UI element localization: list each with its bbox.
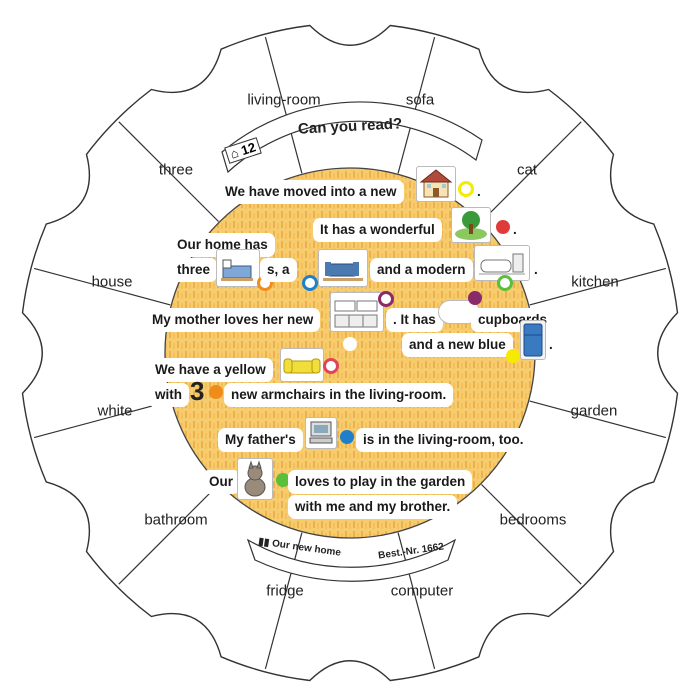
- header-band: [221, 101, 483, 174]
- answer-word-cat[interactable]: cat: [516, 161, 538, 179]
- kitchen-icon: [330, 292, 384, 332]
- blue-ring-marker[interactable]: [302, 275, 318, 291]
- yellow-dot-marker[interactable]: [506, 349, 520, 363]
- red-ring-marker[interactable]: [323, 358, 339, 374]
- fridge-icon: [520, 320, 546, 360]
- sentence-4-start: My mother loves her new: [145, 308, 321, 332]
- white-dot-marker[interactable]: [343, 337, 357, 351]
- green-dot-marker[interactable]: [276, 473, 290, 487]
- answer-word-three[interactable]: three: [158, 161, 194, 179]
- sentence-5-start: We have a yellow: [148, 358, 273, 382]
- red-dot-marker[interactable]: [496, 220, 510, 234]
- sentence-7-end: with me and my brother.: [288, 495, 458, 519]
- bedroom-icon: [216, 249, 260, 287]
- yellow-ring-marker[interactable]: [458, 181, 474, 197]
- sector-divider: [529, 267, 667, 306]
- sector-divider: [264, 36, 303, 174]
- sector-divider: [397, 36, 436, 174]
- sentence-2-text: It has a wonderful: [313, 218, 442, 242]
- answer-word-garden[interactable]: garden: [570, 402, 618, 420]
- answer-word-sofa[interactable]: sofa: [405, 91, 435, 109]
- blue-dot-marker[interactable]: [340, 430, 354, 444]
- answer-word-bedrooms[interactable]: bedrooms: [499, 511, 567, 529]
- sentence-3-end: and a modern: [370, 258, 473, 282]
- computer-icon: [305, 417, 337, 449]
- sentence-7-middle: loves to play in the garden: [288, 470, 473, 494]
- sector-divider: [397, 532, 436, 670]
- sentence-3-dot: .: [531, 258, 541, 282]
- sentence-1-text: We have moved into a new: [218, 180, 404, 204]
- sector-divider: [481, 484, 582, 585]
- sentence-3-middle: s, a: [260, 258, 297, 282]
- answer-word-bathroom[interactable]: bathroom: [144, 511, 208, 529]
- answer-word-living-room[interactable]: living-room: [247, 91, 321, 109]
- sentence-1-dot: .: [474, 180, 484, 204]
- number-three: 3: [190, 376, 205, 406]
- sector-divider: [118, 121, 219, 222]
- tree-garden-icon: [451, 207, 491, 243]
- answer-word-house[interactable]: house: [91, 273, 133, 291]
- sentence-6-start: My father's: [218, 428, 303, 452]
- sector-divider: [264, 532, 303, 670]
- answer-word-computer[interactable]: computer: [390, 582, 454, 600]
- sentence-2-dot: .: [510, 218, 520, 242]
- sector-divider: [529, 400, 667, 439]
- pink-ring-marker[interactable]: [378, 291, 394, 307]
- sofa-icon: [280, 348, 324, 382]
- sentence-6-end: is in the living-room, too.: [356, 428, 531, 452]
- sentence-5-with: with: [148, 383, 189, 407]
- house-icon: [416, 166, 456, 202]
- sector-divider: [481, 121, 582, 222]
- sector-divider: [33, 400, 171, 439]
- answer-word-fridge[interactable]: fridge: [266, 582, 304, 600]
- footer-band: [246, 538, 457, 582]
- sector-divider: [33, 267, 171, 306]
- cat-icon: [237, 458, 273, 500]
- sentence-7-start: Our: [202, 470, 241, 494]
- sentence-3-three: three: [170, 258, 218, 282]
- orange-dot-marker[interactable]: [209, 385, 223, 399]
- purple-dot-marker[interactable]: [468, 291, 482, 305]
- answer-word-kitchen[interactable]: kitchen: [571, 273, 619, 291]
- sentence-4-end: and a new blue: [402, 333, 513, 357]
- sector-divider: [118, 484, 219, 585]
- green-ring-marker[interactable]: [497, 275, 513, 291]
- sentence-5-end: new armchairs in the living-room.: [224, 383, 454, 407]
- sentence-4-dot: .: [546, 333, 556, 357]
- answer-word-white[interactable]: white: [97, 402, 133, 420]
- living-room-icon: [318, 249, 368, 287]
- sentence-4-it-has: . It has: [386, 308, 443, 332]
